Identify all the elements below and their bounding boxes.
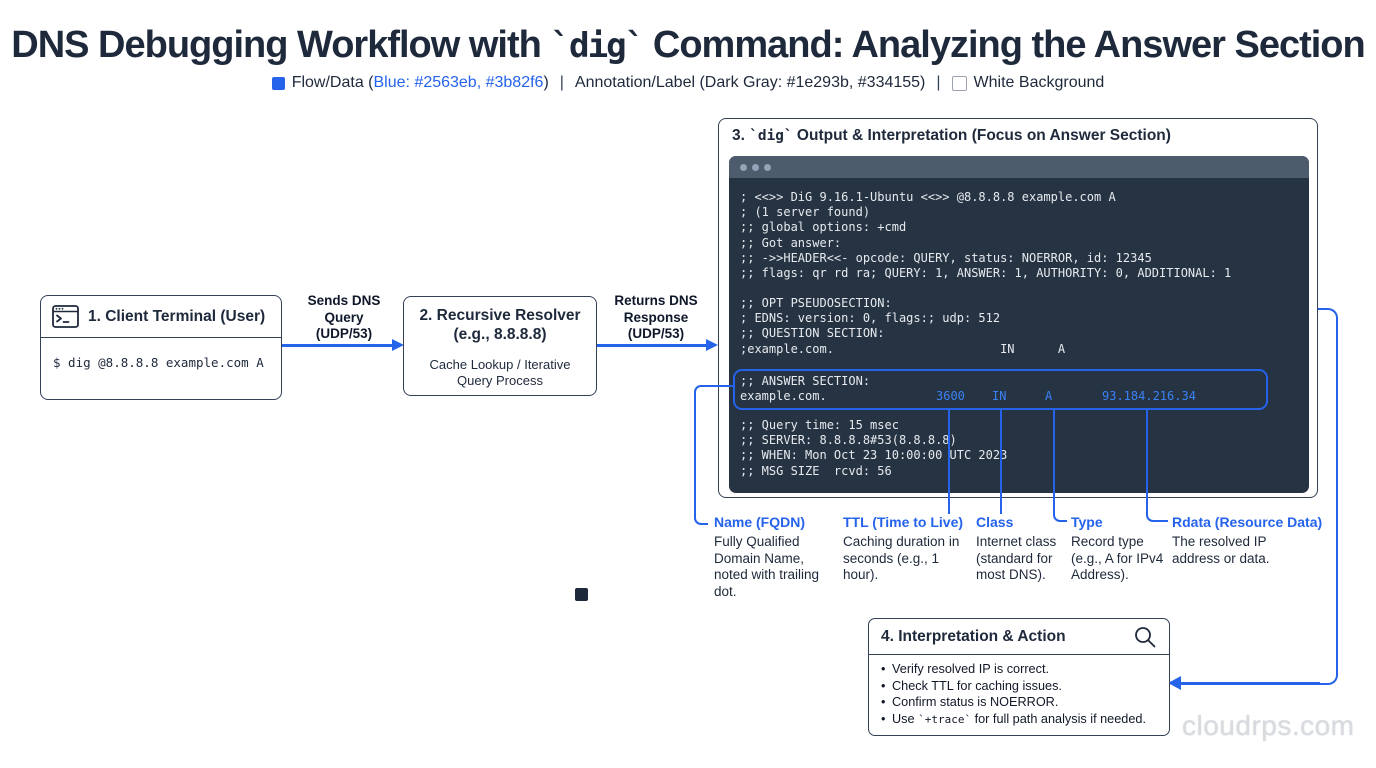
- query-arrow-head-icon: [392, 339, 404, 351]
- answer-type-value: A: [1045, 389, 1053, 404]
- response-arrow-label: Returns DNS Response (UDP/53): [614, 293, 698, 341]
- annotation-label: Type: [1071, 514, 1103, 530]
- answer-section-label: ;; ANSWER SECTION:: [740, 374, 871, 388]
- resolver-title-line1: 2. Recursive Resolver: [419, 307, 581, 324]
- terminal-output-header: ; <<>> DiG 9.16.1-Ubuntu <<>> @8.8.8.8 e…: [740, 190, 1232, 281]
- terminal-window: ; <<>> DiG 9.16.1-Ubuntu <<>> @8.8.8.8 e…: [729, 156, 1309, 493]
- annotation-label: Name (FQDN): [714, 514, 806, 530]
- action-item-text: for full path analysis if needed.: [971, 711, 1146, 726]
- response-arrow-head-icon: [706, 339, 718, 351]
- client-terminal-title: 1. Client Terminal (User): [88, 307, 266, 325]
- answer-rdata-value: 93.184.216.34: [1102, 389, 1196, 404]
- rdata-connector-line: [1146, 408, 1168, 522]
- panel-title-part2: Output & Interpretation (Focus on Answer…: [792, 127, 1171, 144]
- query-arrow-line: [282, 344, 393, 347]
- legend-flow-text: Flow/Data (Blue: #2563eb, #3b82f6): [292, 74, 549, 92]
- answer-ttl-value: 3600: [936, 389, 965, 404]
- trace-flag-code: `+trace`: [918, 712, 972, 726]
- window-dot-icon: [752, 163, 759, 171]
- annotation-ttl: TTL (Time to Live) Caching duration in s…: [843, 514, 967, 584]
- flow-color-swatch-icon: [271, 76, 285, 90]
- action-item-text: Use: [892, 711, 919, 726]
- title-dig-code: `dig`: [550, 26, 645, 66]
- terminal-window-icon: [52, 305, 79, 328]
- class-connector-line: [1000, 408, 1002, 514]
- terminal-output-question-section: ;; OPT PSEUDOSECTION: ; EDNS: version: 0…: [740, 296, 1066, 356]
- legend-background-text: White Background: [973, 74, 1105, 91]
- annotation-class: Class Internet class (standard for most …: [976, 514, 1072, 584]
- resolver-title-line2: (e.g., 8.8.8.8): [453, 326, 547, 343]
- legend-item-flow: Flow/Data (Blue: #2563eb, #3b82f6): [271, 74, 549, 92]
- terminal-output-footer: ;; Query time: 15 msec ;; SERVER: 8.8.8.…: [740, 418, 1008, 478]
- interpretation-action-header: 4. Interpretation & Action: [869, 619, 1169, 655]
- client-terminal-node: 1. Client Terminal (User) $ dig @8.8.8.8…: [40, 295, 282, 400]
- resolver-description: Cache Lookup / Iterative Query Process: [429, 357, 571, 388]
- query-arrow-label: Sends DNS Query (UDP/53): [307, 293, 381, 341]
- legend-flow-suffix: ): [543, 74, 549, 91]
- interpretation-action-title: 4. Interpretation & Action: [881, 628, 1066, 645]
- legend: Flow/Data (Blue: #2563eb, #3b82f6) | Ann…: [0, 74, 1376, 601]
- legend-annotation-text: Annotation/Label (Dark Gray: #1e293b, #3…: [574, 74, 926, 91]
- page-title: DNS Debugging Workflow with `dig` Comman…: [0, 24, 1376, 67]
- annotation-description: The resolved IP address or data.: [1172, 534, 1270, 566]
- annotation-description: Fully Qualified Domain Name, noted with …: [714, 534, 820, 599]
- dig-output-panel-title: 3. `dig` Output & Interpretation (Focus …: [732, 127, 1171, 145]
- answer-record-row: example.com. 3600 IN A 93.184.216.34: [740, 389, 1266, 404]
- dig-command-text: $ dig @8.8.8.8 example.com A: [53, 355, 264, 370]
- action-item: Confirm status is NOERROR.: [881, 694, 1163, 711]
- legend-flow-prefix: Flow/Data (: [291, 74, 374, 91]
- action-item: Check TTL for caching issues.: [881, 678, 1163, 695]
- legend-separator: |: [559, 74, 564, 91]
- legend-flow-highlight: Blue: #2563eb, #3b82f6: [373, 74, 544, 91]
- panel-to-action-connector: [1318, 308, 1338, 685]
- annotation-label: TTL (Time to Live): [843, 514, 964, 530]
- ttl-connector-line: [948, 408, 950, 514]
- white-background-swatch-icon: [951, 75, 967, 91]
- annotation-name-fqdn: Name (FQDN) Fully Qualified Domain Name,…: [714, 514, 832, 600]
- annotation-type: Type Record type (e.g., A for IPv4 Addre…: [1071, 514, 1173, 584]
- answer-class-value: IN: [992, 389, 1007, 404]
- interpretation-action-node: 4. Interpretation & Action Verify resolv…: [868, 618, 1170, 736]
- resolver-title: 2. Recursive Resolver (e.g., 8.8.8.8): [404, 306, 596, 344]
- answer-name-value: example.com.: [740, 389, 827, 404]
- panel-title-code: `dig`: [749, 128, 793, 144]
- title-part1: DNS Debugging Workflow with: [11, 24, 551, 66]
- annotation-label: Class: [976, 514, 1014, 530]
- panel-to-action-connector: [1180, 682, 1320, 685]
- terminal-titlebar: [729, 156, 1309, 178]
- panel-title-part1: 3.: [732, 127, 750, 144]
- action-item: Verify resolved IP is correct.: [881, 661, 1163, 678]
- annotation-label: Rdata (Resource Data): [1172, 514, 1323, 530]
- annotation-description: Internet class (standard for most DNS).: [976, 534, 1057, 583]
- window-dot-icon: [740, 163, 747, 171]
- dig-output-panel: 3. `dig` Output & Interpretation (Focus …: [718, 118, 1318, 498]
- action-item: Use `+trace` for full path analysis if n…: [881, 711, 1163, 729]
- annotation-description: Caching duration in seconds (e.g., 1 hou…: [843, 534, 960, 583]
- answer-section-highlight: ;; ANSWER SECTION: example.com. 3600 IN A 93…: [733, 369, 1268, 410]
- action-checklist: Verify resolved IP is correct. Check TTL…: [881, 661, 1163, 728]
- client-terminal-header: 1. Client Terminal (User): [41, 296, 281, 338]
- name-connector-line: [694, 385, 708, 525]
- response-arrow-line: [597, 344, 707, 347]
- legend-item-background: White Background: [951, 74, 1105, 92]
- title-part2: Command: Analyzing the Answer Section: [643, 24, 1366, 66]
- legend-separator: |: [936, 74, 941, 91]
- magnifier-icon: [1135, 627, 1156, 648]
- action-arrow-head-icon: [1168, 676, 1181, 690]
- watermark: cloudrps.com: [1182, 710, 1355, 741]
- annotation-description: Record type (e.g., A for IPv4 Address).: [1071, 534, 1164, 583]
- name-connector-line: [706, 385, 734, 387]
- window-dot-icon: [764, 163, 771, 171]
- annotation-rdata: Rdata (Resource Data) The resolved IP ad…: [1172, 514, 1322, 567]
- recursive-resolver-node: 2. Recursive Resolver (e.g., 8.8.8.8) Cac…: [403, 296, 597, 396]
- interpretation-action-body: Verify resolved IP is correct. Check TTL…: [869, 655, 1169, 734]
- type-connector-line: [1053, 408, 1067, 522]
- legend-item-annotation: Annotation/Label (Dark Gray: #1e293b, #3…: [574, 74, 926, 601]
- annotation-color-swatch-icon: [574, 588, 588, 601]
